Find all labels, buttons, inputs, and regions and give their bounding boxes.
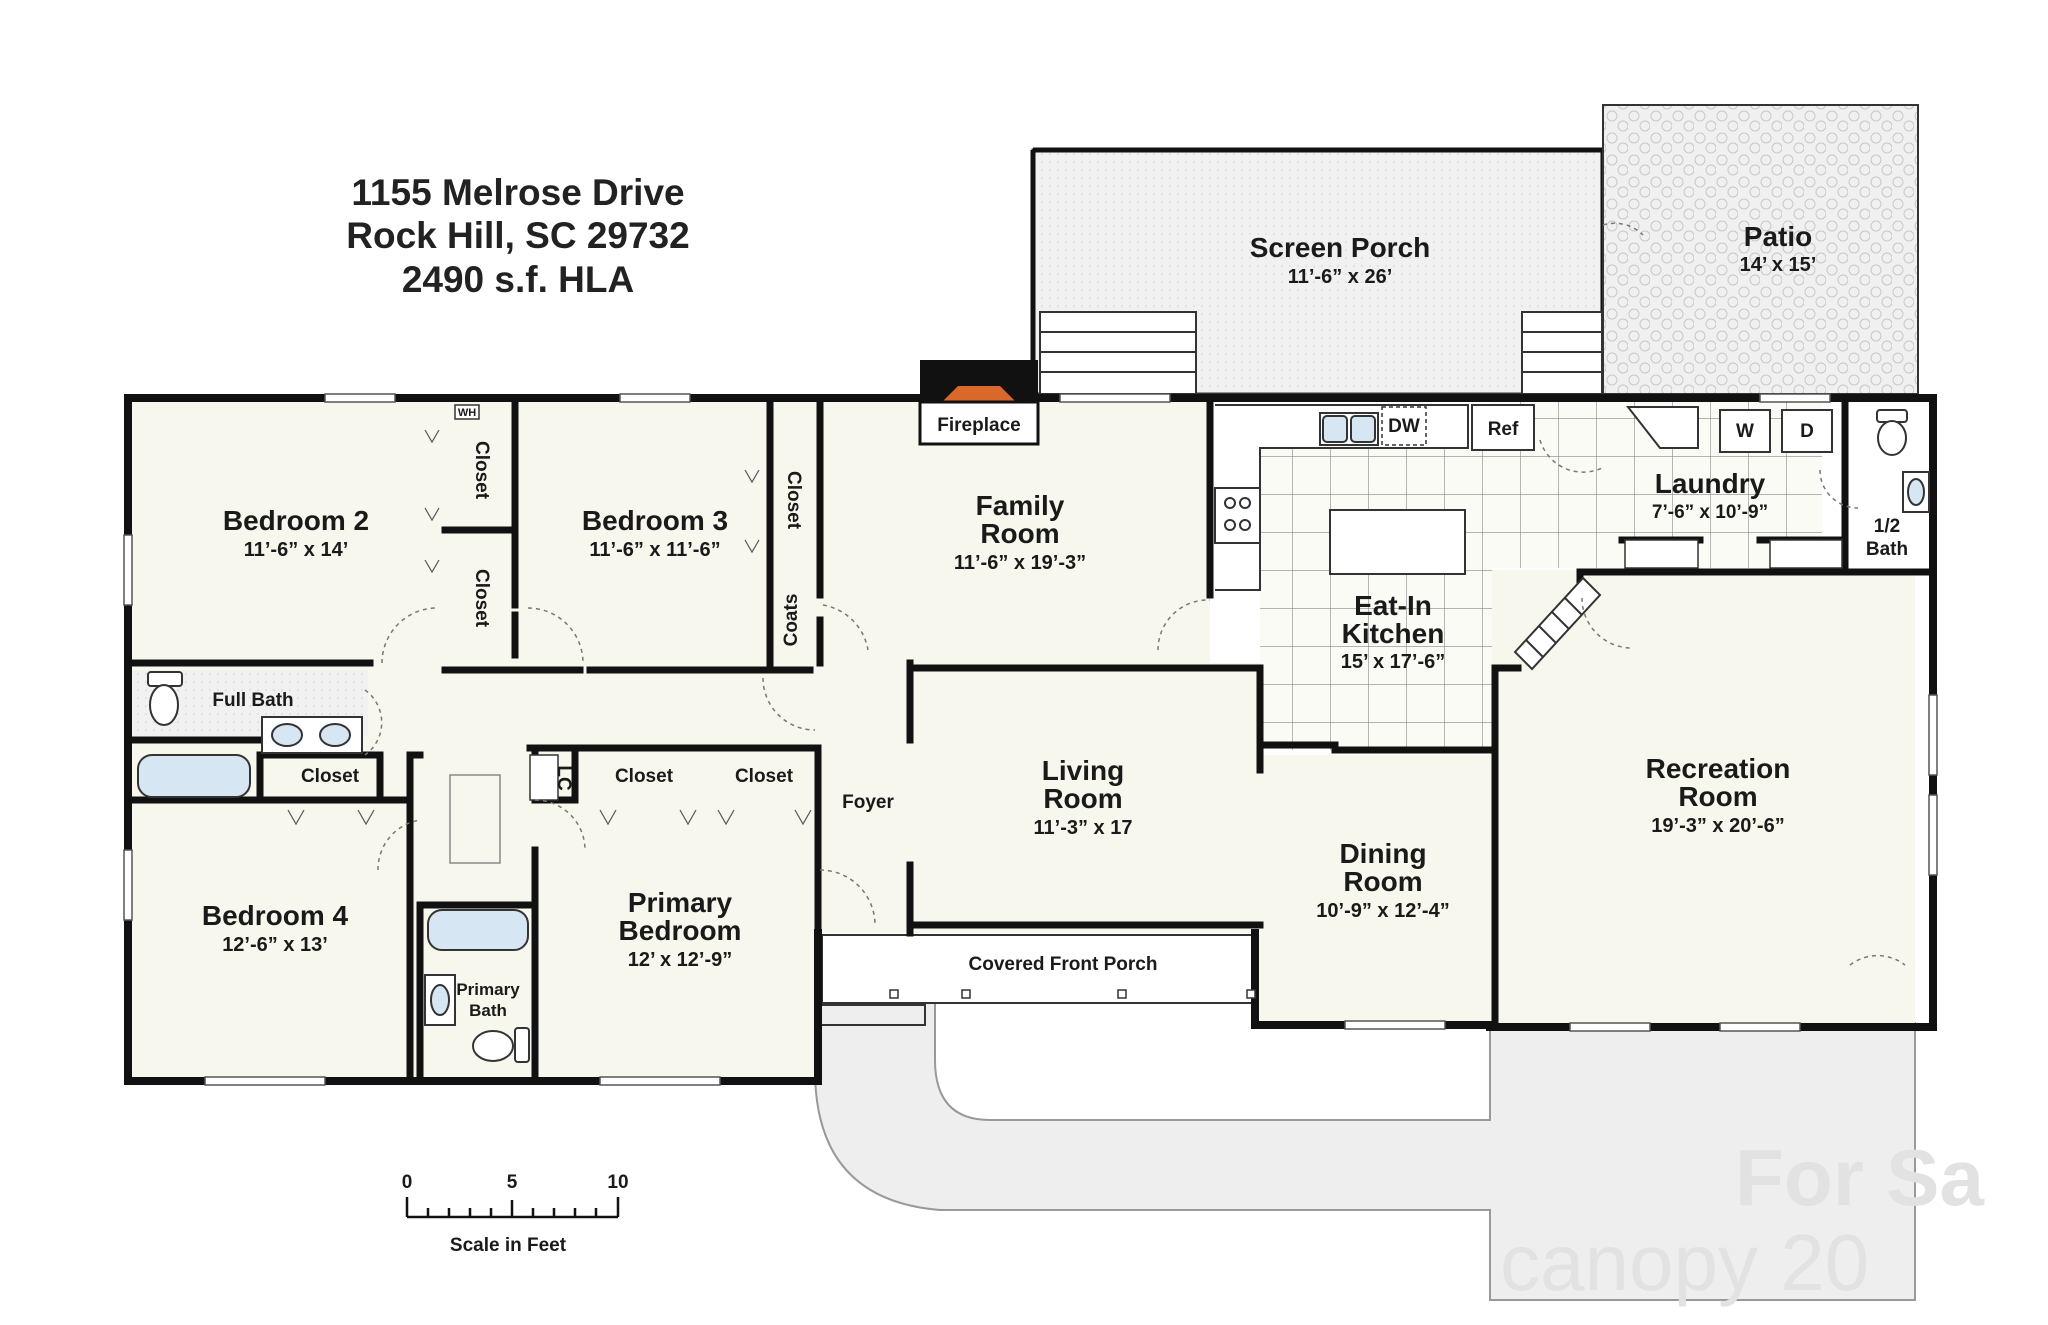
- bedroom-2-closet-2-label: Closet: [471, 569, 492, 628]
- address-line-1: 1155 Melrose Drive: [351, 172, 684, 213]
- patio-floor: [1602, 104, 1919, 395]
- patio-name: Patio: [1744, 221, 1812, 252]
- porch-steps-left: [1039, 311, 1197, 395]
- windows: [123, 393, 1938, 1086]
- dishwasher: [1381, 406, 1427, 446]
- family-room-name-1: Family: [976, 490, 1065, 521]
- screen-porch-dims: 11’-6” x 26’: [1288, 266, 1393, 288]
- primary-bath-toilet: [472, 1027, 530, 1063]
- door-swings: [364, 222, 1906, 966]
- washer-label: W: [1736, 421, 1754, 442]
- primary-bath-tub: [427, 909, 529, 951]
- refrigerator: [1471, 404, 1535, 451]
- recreation-room-dims: 19’-3” x 20’-6”: [1651, 815, 1784, 837]
- linen-closet: [529, 754, 559, 801]
- primary-bath-sink: [424, 974, 456, 1026]
- foyer-name: Foyer: [842, 792, 894, 813]
- kitchen-sink: [1319, 412, 1379, 446]
- kitchen-name-1: Eat-In: [1354, 590, 1432, 621]
- kitchen-dims: 15’ x 17’-6”: [1341, 651, 1446, 673]
- bedroom-2-closet-1-label: Closet: [471, 441, 492, 500]
- primary-closet-1-label: Closet: [615, 766, 674, 787]
- primary-bedroom-dims: 12’ x 12’-9”: [628, 949, 733, 971]
- family-room-dims: 11’-6” x 19’-3”: [954, 552, 1086, 574]
- bedroom-2-name: Bedroom 2: [223, 505, 369, 536]
- primary-bath-name-2: Bath: [469, 1001, 507, 1020]
- fireplace: [918, 360, 1040, 446]
- half-bath-sink: [1902, 471, 1930, 513]
- bedroom-4-dims: 12’-6” x 13’: [222, 934, 328, 956]
- dining-room-name-1: Dining: [1339, 838, 1426, 869]
- kitchen-tile-floor: [1260, 448, 1492, 750]
- watermark-line-1: For Sa: [1735, 1133, 1984, 1222]
- living-room-name-1: Living: [1042, 755, 1124, 786]
- laundry-sink: [1625, 406, 1699, 449]
- address-line-2: Rock Hill, SC 29732: [346, 215, 689, 256]
- scale-tick-10: 10: [607, 1172, 628, 1193]
- scale-tick-5: 5: [507, 1172, 518, 1193]
- half-bath-name-1: 1/2: [1874, 516, 1900, 537]
- recreation-room-name-1: Recreation: [1646, 753, 1791, 784]
- living-room-name-2: Room: [1043, 783, 1122, 814]
- living-room-dims: 11’-3” x 17: [1034, 817, 1133, 839]
- driveway: [814, 999, 1916, 1301]
- kitchen-name-2: Kitchen: [1342, 618, 1445, 649]
- laundry-dims: 7’-6” x 10’-9”: [1652, 502, 1768, 523]
- washer: [1719, 409, 1771, 453]
- laundry-shelf-left: [1624, 539, 1699, 569]
- dining-room-name-2: Room: [1343, 866, 1422, 897]
- porch-posts: [889, 989, 1256, 999]
- patio-dims: 14’ x 15’: [1740, 254, 1817, 276]
- hall-attic-hatch: [449, 774, 501, 864]
- dishwasher-label: DW: [1388, 416, 1420, 437]
- area-label: 2490 s.f. HLA: [402, 259, 634, 300]
- hall-closet-label: Closet: [301, 766, 360, 787]
- kitchen-stairs: [1513, 576, 1602, 671]
- laundry-shelf-right: [1769, 539, 1843, 569]
- scale-caption: Scale in Feet: [450, 1235, 567, 1256]
- bedroom-3-dims: 11’-6” x 11’-6”: [589, 539, 720, 561]
- closet-door-marks: [287, 429, 812, 826]
- screen-porch-name: Screen Porch: [1250, 232, 1431, 263]
- primary-bedroom-name-1: Primary: [628, 887, 733, 918]
- full-bath-name: Full Bath: [212, 690, 293, 711]
- scale-tick-0: 0: [402, 1172, 413, 1193]
- dryer-label: D: [1800, 421, 1814, 442]
- coats-closet-label: Coats: [781, 594, 802, 647]
- full-bath-tub: [137, 754, 251, 798]
- water-heater: [454, 404, 480, 420]
- half-bath-toilet: [1876, 409, 1908, 456]
- bedroom-2-dims: 11’-6” x 14’: [244, 539, 349, 561]
- watermark-line-2: canopy 20: [1500, 1218, 1869, 1307]
- recreation-room-name-2: Room: [1678, 781, 1757, 812]
- porch-steps-right: [1521, 311, 1603, 395]
- bedroom-3-name: Bedroom 3: [582, 505, 728, 536]
- linen-closet-label: LC: [553, 765, 574, 791]
- fireplace-label: Fireplace: [937, 415, 1020, 436]
- dryer: [1781, 409, 1833, 453]
- half-bath-name-2: Bath: [1866, 539, 1908, 560]
- water-heater-label: WH: [458, 407, 476, 419]
- primary-bedroom-name-2: Bedroom: [619, 915, 742, 946]
- front-steps: [822, 1004, 926, 1026]
- primary-closet-2-label: Closet: [735, 766, 794, 787]
- refrigerator-label: Ref: [1488, 419, 1519, 440]
- bedroom-3-closet-label: Closet: [783, 471, 804, 530]
- full-bath-toilet: [147, 671, 183, 726]
- bedroom-4-name: Bedroom 4: [202, 900, 349, 931]
- primary-bath-name-1: Primary: [456, 980, 520, 999]
- kitchen-island: [1329, 509, 1466, 575]
- scale-bar: [405, 1197, 620, 1219]
- family-room-name-2: Room: [980, 518, 1059, 549]
- covered-front-porch-name: Covered Front Porch: [969, 954, 1158, 975]
- kitchen-counter: [1214, 404, 1469, 591]
- dining-room-dims: 10’-9” x 12’-4”: [1316, 900, 1449, 922]
- laundry-name: Laundry: [1655, 468, 1766, 499]
- full-bath-vanity: [261, 716, 363, 754]
